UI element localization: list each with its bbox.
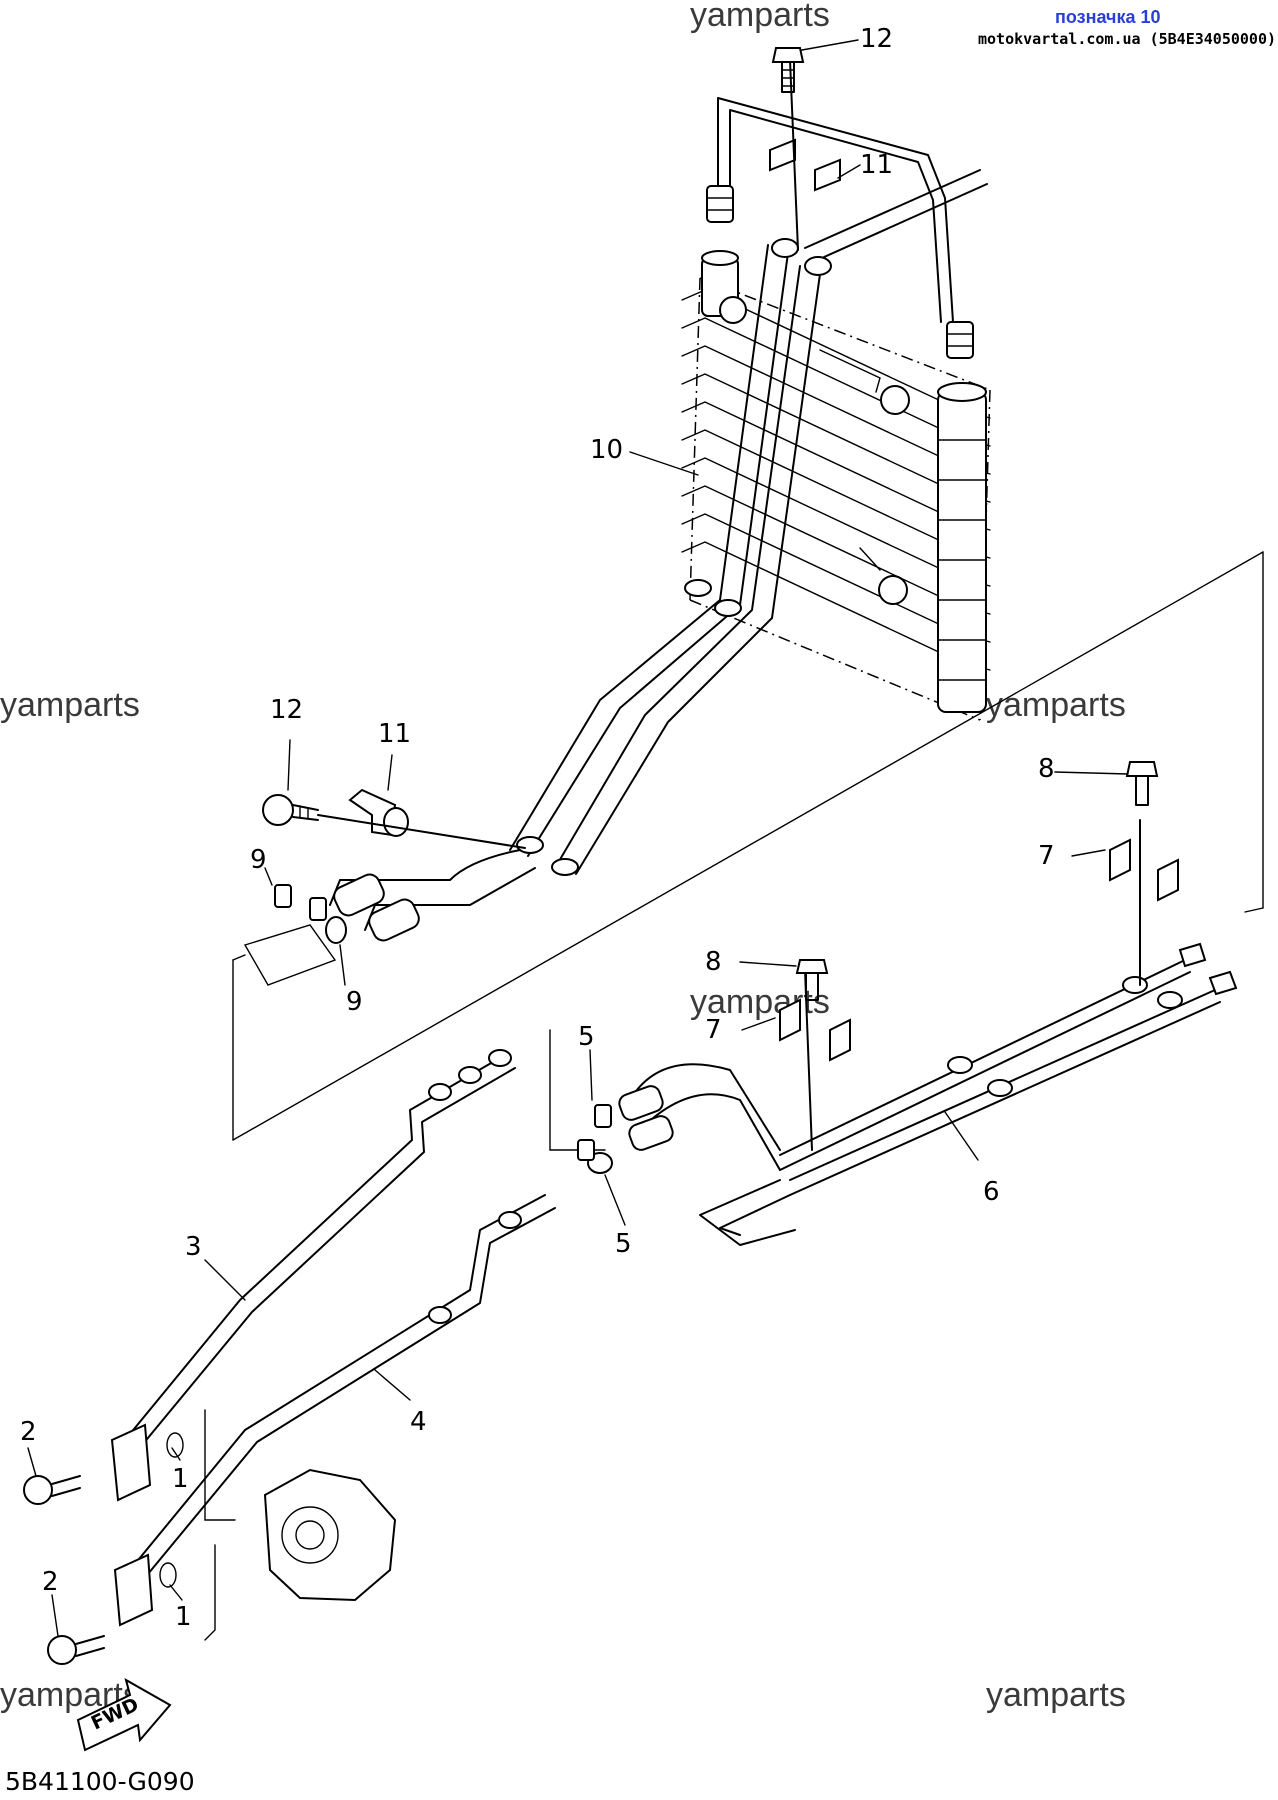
callout-7: 7 [705,1015,722,1045]
callout-1: 1 [175,1602,192,1632]
bolt-12-mid [262,794,319,826]
callout-9: 9 [346,987,363,1017]
diagram-code: 5B41100-G090 [5,1767,195,1796]
callout-10: 10 [590,435,623,465]
callout-1: 1 [172,1464,189,1494]
watermark: yamparts [690,0,830,34]
connection-lines [232,551,1264,1151]
leader-lines [27,39,1129,1637]
callout-12: 12 [270,695,303,725]
engine-housing [204,1409,397,1641]
callout-11: 11 [378,719,411,749]
bolt-8-right [1125,761,1159,806]
oil-pipe-3 [124,1049,516,1451]
callout-3: 3 [185,1232,202,1262]
oil-pipe-6 [618,942,1238,1246]
part-label: позначка 10 [1055,7,1161,27]
hose-clamp-5 [577,1104,613,1174]
callout-6: 6 [983,1177,1000,1207]
union-bolt-2-lower [47,1553,177,1665]
callout-8: 8 [705,947,722,977]
callout-9: 9 [250,845,267,875]
pipe-clamp-7-mid [779,969,851,1151]
oil-pipe-4 [129,1194,556,1581]
bolt-12-top [771,47,805,93]
callout-5: 5 [578,1022,595,1052]
bolt-8-mid [795,959,829,1001]
cooler-hose-pair [329,169,988,942]
union-bolt-2-upper [23,1423,184,1505]
pipe-clamp-7-right [1109,819,1179,986]
callout-5: 5 [615,1229,632,1259]
watermark: yamparts [0,686,140,724]
callout-8: 8 [1038,754,1055,784]
source-line: motokvartal.com.ua (5B4E34050000) [978,30,1276,48]
watermark: yamparts [986,1676,1126,1714]
callout-2: 2 [20,1417,37,1447]
callout-4: 4 [410,1407,427,1437]
callout-2: 2 [42,1567,59,1597]
oil-cooler [681,97,991,721]
watermark: yamparts [986,686,1126,724]
callout-12: 12 [860,24,893,54]
callout-11: 11 [860,150,893,180]
pipe-clamp-mid [317,788,526,849]
hose-clamp-9 [243,884,347,986]
pipe-clamp-top [769,59,841,251]
callout-7: 7 [1038,841,1055,871]
